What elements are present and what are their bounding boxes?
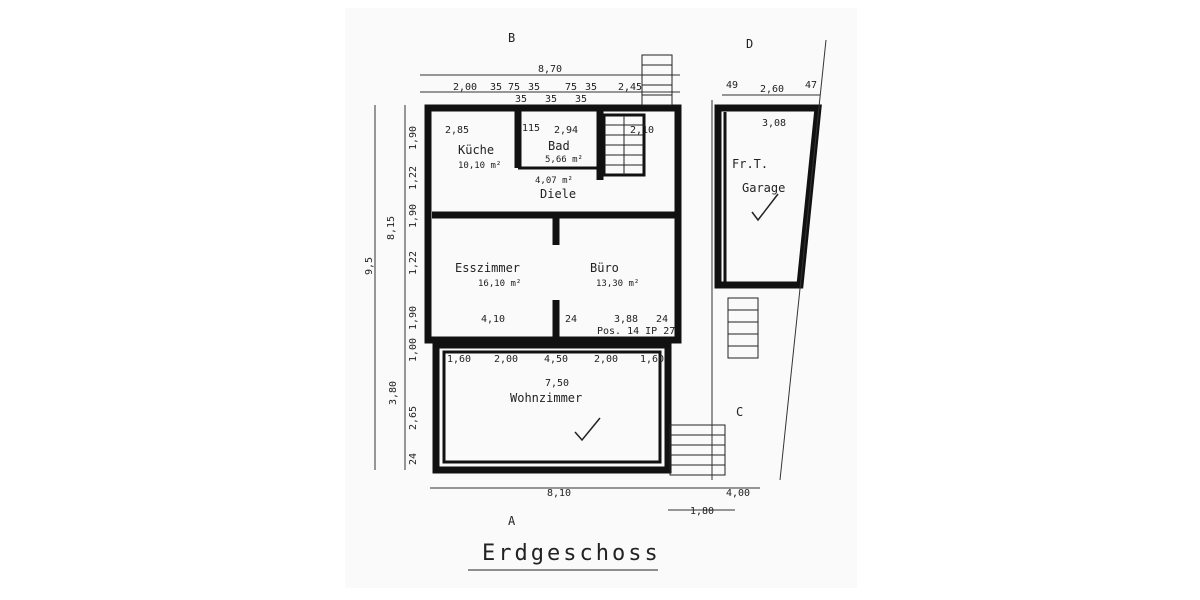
wohnzimmer-wall — [432, 341, 672, 474]
dim-bottom-right: 4,00 — [726, 488, 750, 499]
dim-left-1: 1,22 — [408, 166, 419, 190]
dim-left-0: 1,90 — [408, 126, 419, 150]
side-stair-right — [727, 297, 759, 359]
dim-garage-top-2: 47 — [805, 80, 817, 91]
dim-wohn-4: 1,60 — [640, 354, 664, 365]
room-bad-area: 5,66 m² — [545, 155, 583, 165]
dim-left-2: 1,90 — [408, 204, 419, 228]
dim-inner-top-2: 2,94 — [554, 125, 578, 136]
dim-left-6: 3,80 — [388, 381, 399, 405]
boundary-line-right — [779, 39, 827, 481]
dim-wohn-3: 2,00 — [594, 354, 618, 365]
dim-left-8: 24 — [408, 453, 419, 465]
dim-left-7: 2,65 — [408, 406, 419, 430]
dim-top-4: 75 — [565, 82, 577, 93]
dim-top-total: 8,70 — [538, 64, 562, 75]
room-garage-name: Garage — [742, 181, 785, 195]
dim-wohn-0: 1,60 — [447, 354, 471, 365]
dim-top-3: 35 — [528, 82, 540, 93]
dim-top-1: 35 — [490, 82, 502, 93]
room-kueche-name: Küche — [458, 143, 494, 157]
dim-inner-top-0: 2,85 — [445, 125, 469, 136]
dim-wohn-1: 2,00 — [494, 354, 518, 365]
checkmark-icon — [751, 193, 779, 222]
dim-top-2: 75 — [508, 82, 520, 93]
room-buero-name: Büro — [590, 261, 619, 275]
dim-left-4: 1,90 — [408, 306, 419, 330]
dim-top-sub-0: 35 — [515, 94, 527, 105]
wohnzimmer-inner-wall — [442, 350, 662, 464]
section-marker-b: B — [508, 31, 515, 45]
dim-top-sub-1: 35 — [545, 94, 557, 105]
drawing-title: Erdgeschoss — [482, 541, 661, 566]
dim-middle-1: 24 — [565, 314, 577, 325]
dim-middle-0: 4,10 — [481, 314, 505, 325]
dim-wohn-inner: 7,50 — [545, 378, 569, 389]
house-outer-wall — [424, 104, 682, 344]
room-bad-name: Bad — [548, 139, 570, 153]
dim-garage-top-0: 49 — [726, 80, 738, 91]
room-esszimmer-name: Esszimmer — [455, 261, 520, 275]
dim-inner-top-3: 2,10 — [630, 125, 654, 136]
dim-left-5: 1,00 — [408, 338, 419, 362]
dim-inner-top-1: 115 — [522, 123, 540, 134]
dim-top-0: 2,00 — [453, 82, 477, 93]
dim-bottom-sub: 1,80 — [690, 506, 714, 517]
dim-garage-top-1: 2,60 — [760, 84, 784, 95]
room-wohnzimmer-name: Wohnzimmer — [510, 391, 582, 405]
dim-middle-3: 24 — [656, 314, 668, 325]
room-kueche-area: 10,10 m² — [458, 161, 501, 171]
room-esszimmer-area: 16,10 m² — [478, 279, 521, 289]
dim-top-6: 2,45 — [618, 82, 642, 93]
position-note: Pos. 14 IP 27 — [597, 326, 675, 337]
room-diele-name: Diele — [540, 187, 576, 201]
dim-left-outer: 9,5 — [364, 257, 375, 275]
fire-door-label: Fr.T. — [732, 157, 768, 171]
room-diele-area: 4,07 m² — [535, 176, 573, 186]
dim-top-sub-2: 35 — [575, 94, 587, 105]
dim-wohn-2: 4,50 — [544, 354, 568, 365]
section-marker-d: D — [746, 37, 753, 51]
dim-middle-2: 3,88 — [614, 314, 638, 325]
entry-stair-top — [641, 54, 673, 106]
dim-top-5: 35 — [585, 82, 597, 93]
dim-bottom-total: 8,10 — [547, 488, 571, 499]
checkmark-icon — [574, 417, 601, 442]
terrace-stair — [669, 424, 726, 476]
staircase-treads — [604, 115, 644, 175]
dim-left-3: 1,22 — [408, 251, 419, 275]
dim-garage-inner: 3,08 — [762, 118, 786, 129]
dim-left-total: 8,15 — [386, 216, 397, 240]
section-marker-a: A — [508, 514, 516, 528]
section-marker-c: C — [736, 405, 743, 419]
room-buero-area: 13,30 m² — [596, 279, 639, 289]
